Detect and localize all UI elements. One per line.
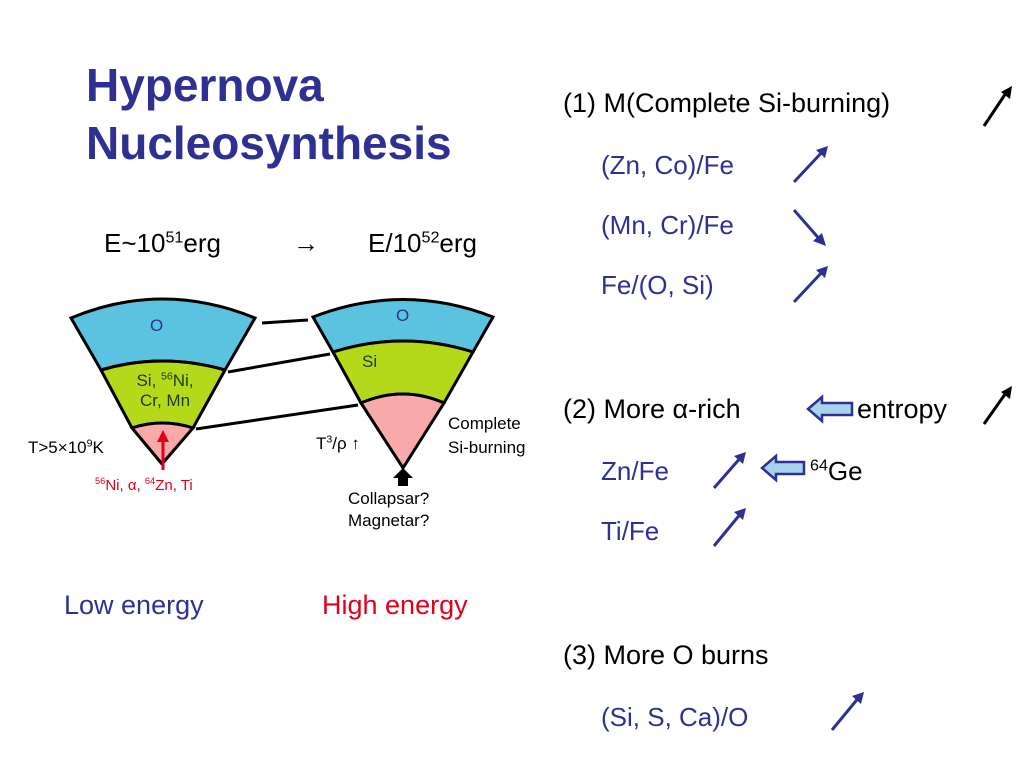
right-cone-core: [358, 392, 447, 471]
right-t3-rho: T3/ρ ↑: [316, 433, 360, 453]
arrow-up-znco: [792, 148, 826, 184]
item2-sub-znfe: Zn/Fe: [601, 456, 669, 486]
right-cone-si-label: Si: [362, 352, 378, 371]
slide-title: Hypernova Nucleosynthesis: [86, 56, 452, 172]
arrow-up-item1: [982, 89, 1010, 127]
high-energy-formula: E/1052erg: [368, 228, 477, 258]
right-cone-o-label: O: [396, 306, 410, 325]
hollow-arrow-ge: [760, 453, 806, 483]
arrow-up-tife: [712, 511, 744, 547]
item2-ge64: 64Ge: [810, 456, 863, 486]
high-energy-label: High energy: [322, 590, 468, 620]
arrow-up-feosi: [792, 268, 826, 304]
item1-sub-2: Fe/(O, Si): [601, 270, 714, 300]
left-products: 56Ni, α, 64Zn, Ti: [95, 476, 193, 494]
item3-label: (3) More O burns: [563, 640, 769, 670]
item3-sub: (Si, S, Ca)/O: [601, 702, 749, 732]
complete-si-burning-label: Complete Si-burning: [448, 414, 526, 457]
item1-sub-0: (Zn, Co)/Fe: [601, 150, 734, 180]
item2-sub-tife: Ti/Fe: [601, 516, 660, 546]
title-line-1: Hypernova: [86, 59, 324, 111]
item1-sub-1: (Mn, Cr)/Fe: [601, 210, 734, 240]
left-temperature: T>5×109K: [28, 437, 104, 457]
left-cone-si-label: Si, 56Ni, Cr, Mn: [136, 370, 194, 410]
low-energy-formula: E~1051erg: [104, 228, 221, 258]
energy-arrow: →: [293, 228, 319, 258]
low-energy-label: Low energy: [64, 590, 204, 620]
hollow-arrow-entropy: [806, 394, 854, 424]
collapsar-magnetar-label: Collapsar? Magnetar?: [348, 489, 430, 530]
black-up-arrow: [393, 468, 413, 486]
arrow-up-entropy: [982, 389, 1010, 425]
arrow-down-mncr: [792, 209, 824, 243]
red-up-arrow: [157, 430, 169, 442]
item1-label: (1) M(Complete Si-burning): [563, 88, 891, 118]
arrow-up-znfe: [712, 455, 744, 489]
item2-entropy: entropy: [857, 394, 948, 424]
title-line-2: Nucleosynthesis: [86, 117, 452, 169]
item2-label: (2) More α-rich: [563, 394, 741, 424]
arrow-up-sisca: [830, 695, 862, 731]
left-cone-o-label: O: [150, 316, 164, 335]
